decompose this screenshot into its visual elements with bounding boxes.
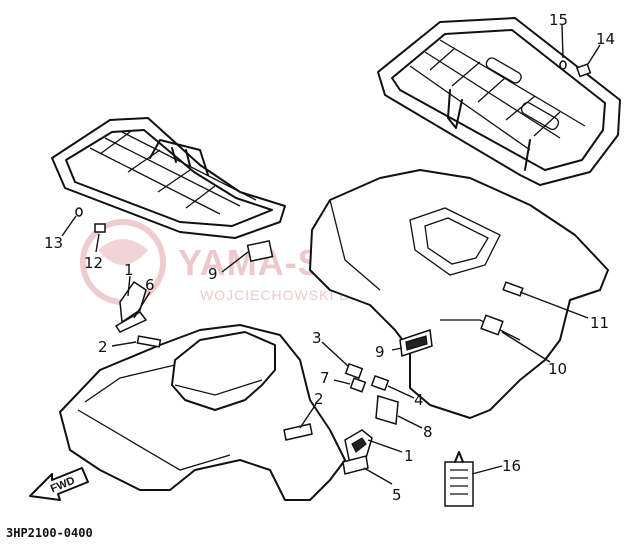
callouts: 15 14 13 12 1 6 2 9 3 7 4 8 2 1 5 16 10 … (44, 11, 615, 504)
callout-9-upper: 9 (208, 265, 218, 283)
callout-7: 7 (320, 369, 330, 387)
decal-10 (480, 314, 504, 336)
part-code: 3HP2100-0400 (6, 526, 93, 540)
decal-6 (114, 311, 148, 333)
decal-1-left (119, 280, 147, 324)
part-16 (559, 60, 567, 70)
leader-lines (61, 24, 601, 485)
callout-15: 14 (596, 30, 615, 48)
decal-4 (370, 374, 390, 392)
watermark-logo-mark (98, 239, 148, 265)
callout-13: 12 (84, 254, 103, 272)
front-carrier (51, 117, 286, 239)
callout-12: 16 (502, 457, 521, 475)
callout-14: 13 (44, 234, 63, 252)
callout-1-left: 1 (124, 261, 134, 279)
callout-11: 11 (590, 314, 609, 332)
decal-12-card (444, 461, 474, 507)
callout-10: 10 (548, 360, 567, 378)
front-fender (59, 324, 346, 501)
callout-2-right: 2 (314, 390, 324, 408)
callout-2-left: 2 (98, 338, 108, 356)
rear-fender (309, 169, 609, 419)
decal-7 (349, 377, 367, 393)
callout-3: 3 (312, 329, 322, 347)
decal-3 (344, 362, 364, 380)
decal-13 (94, 223, 106, 233)
fwd-arrow: FWD (29, 467, 89, 501)
callout-5: 5 (392, 486, 402, 504)
decals (75, 60, 592, 507)
decal-5 (342, 455, 369, 475)
callout-16: 15 (549, 11, 568, 29)
decal-8 (375, 395, 399, 425)
callout-4: 4 (414, 391, 424, 409)
callout-8: 8 (423, 423, 433, 441)
callout-1-right: 1 (404, 447, 414, 465)
callout-6: 6 (145, 276, 155, 294)
callout-9-lower: 9 (375, 343, 385, 361)
decal-2-left (136, 335, 162, 348)
rear-carrier (377, 17, 621, 186)
part-14 (75, 207, 83, 217)
decal-15 (575, 63, 592, 78)
decal-9-upper (246, 239, 274, 263)
